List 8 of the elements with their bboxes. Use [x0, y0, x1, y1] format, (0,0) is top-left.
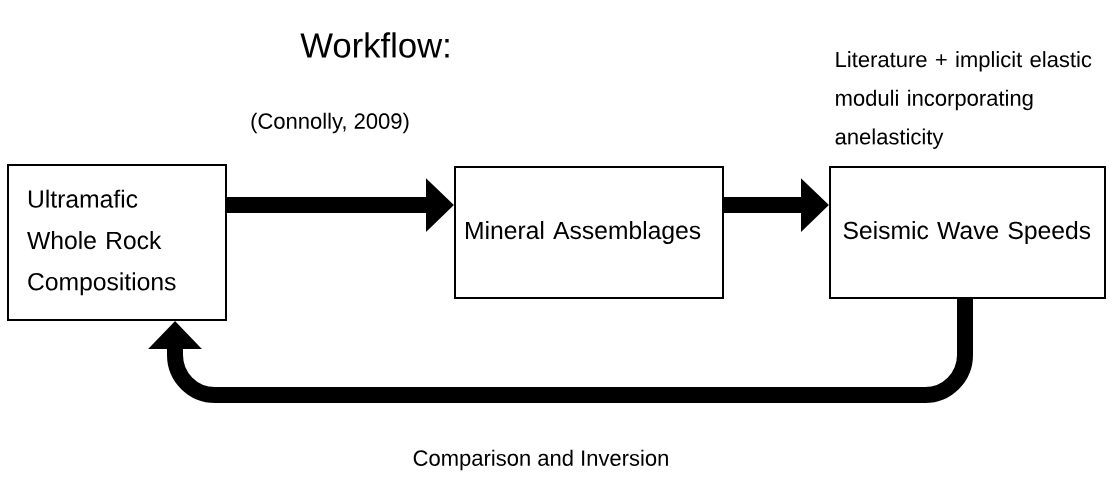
edge-label: Comparison and Inversion [411, 448, 671, 472]
process-box: Ultramafic Whole Rock Compositions [7, 164, 227, 321]
title: Workflow: [300, 32, 449, 58]
edge-label: (Connolly, 2009) [248, 111, 412, 135]
process-box: Seismic Wave Speeds [829, 166, 1106, 299]
process-box: Mineral Assemblages [454, 166, 724, 299]
arrow [148, 299, 973, 403]
edge-label: Literature + implicit elastic moduli incorporating anelasticity [833, 49, 1111, 151]
